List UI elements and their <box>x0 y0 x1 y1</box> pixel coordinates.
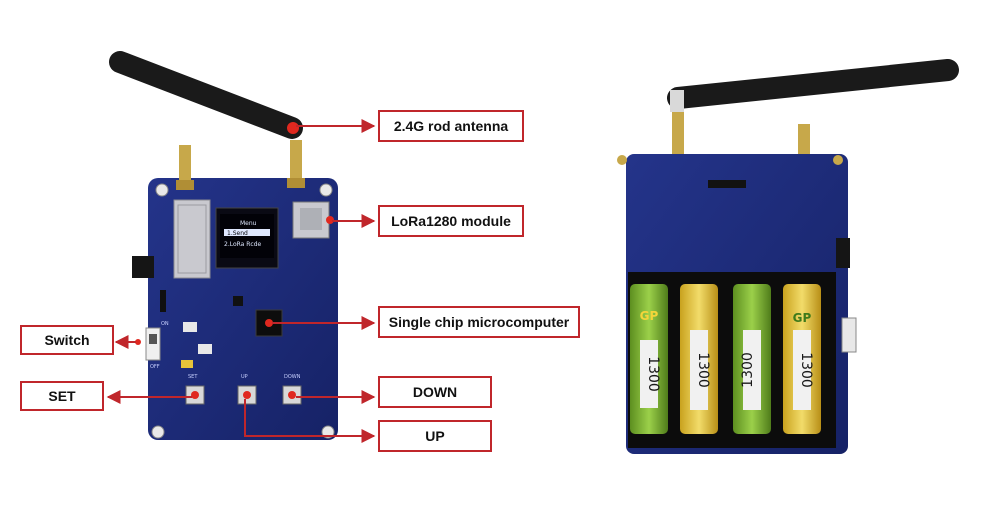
battery-brand-4: GP <box>793 311 812 325</box>
oled-selection-bar <box>224 229 270 236</box>
battery-capacity-1: 1300 <box>645 356 661 392</box>
standoff-icon <box>833 155 843 165</box>
sma-nut <box>287 178 305 188</box>
switch-on-silk: ON <box>161 321 169 327</box>
sma-nut <box>176 180 194 190</box>
back-sma-right <box>798 124 810 158</box>
radio-module <box>173 199 211 279</box>
lora-module-label: LoRa1280 module <box>378 205 524 237</box>
switch-marker-dot <box>135 339 141 345</box>
mcu-label: Single chip microcomputer <box>378 306 580 338</box>
pin-header <box>160 290 166 312</box>
switch-off-silk: OFF <box>150 364 160 370</box>
battery-label-band <box>743 330 761 410</box>
up-marker-dot <box>243 391 251 399</box>
switch-lever <box>149 334 157 344</box>
sma-connector-right <box>290 140 302 186</box>
mcu-marker-dot <box>265 319 273 327</box>
set-marker-dot <box>191 391 199 399</box>
callout-arrows <box>106 119 376 443</box>
set-label: SET <box>20 381 104 411</box>
battery-capacity-2: 1300 <box>695 352 711 388</box>
oled-line-1: Menu <box>240 220 257 227</box>
battery-label-band <box>793 330 811 410</box>
front-board: Menu 1.Send 2.LoRa Rcde ON OFF <box>109 51 338 440</box>
battery-brand-1: GP <box>640 309 659 323</box>
mount-hole-icon <box>319 183 333 197</box>
battery-capacity-3: 1300 <box>740 352 756 388</box>
back-dc-jack <box>836 238 850 268</box>
switch-label: Switch <box>20 325 114 355</box>
up-arrow <box>244 399 376 443</box>
standoff-icon <box>617 155 627 165</box>
down-marker-dot <box>288 391 296 399</box>
set-silk: SET <box>188 374 198 380</box>
antenna-label: 2.4G rod antenna <box>378 110 524 142</box>
rod-antenna <box>109 51 303 139</box>
battery-cells: GP GP 1300 1300 1300 1300 <box>630 284 821 434</box>
back-sma-left <box>672 112 684 157</box>
down-silk: DOWN <box>284 374 301 380</box>
back-rod-antenna <box>667 59 959 109</box>
back-board: GP GP 1300 1300 1300 1300 <box>617 59 959 454</box>
oled-line-3: 2.LoRa Rcde <box>224 241 262 248</box>
battery-capacity-4: 1300 <box>798 352 814 388</box>
smd-part <box>181 360 193 368</box>
smd-part <box>233 296 243 306</box>
back-switch <box>841 317 857 353</box>
battery-label-band <box>690 330 708 410</box>
antenna-marker-dot <box>287 122 299 134</box>
down-label: DOWN <box>378 376 492 408</box>
lora-module-shield <box>300 208 322 230</box>
mount-hole-icon <box>155 183 169 197</box>
radio-module-shield <box>177 204 207 274</box>
sma-connector-left <box>179 145 191 187</box>
antenna-hinge <box>670 90 684 112</box>
battery-label-band <box>640 340 658 408</box>
dc-jack <box>132 256 154 278</box>
smd-part <box>183 322 197 332</box>
back-header <box>708 180 746 188</box>
up-silk: UP <box>241 374 248 380</box>
mount-hole-icon <box>151 425 165 439</box>
smd-part <box>198 344 212 354</box>
up-label: UP <box>378 420 492 452</box>
oled-line-2: 1.Send <box>227 230 248 237</box>
